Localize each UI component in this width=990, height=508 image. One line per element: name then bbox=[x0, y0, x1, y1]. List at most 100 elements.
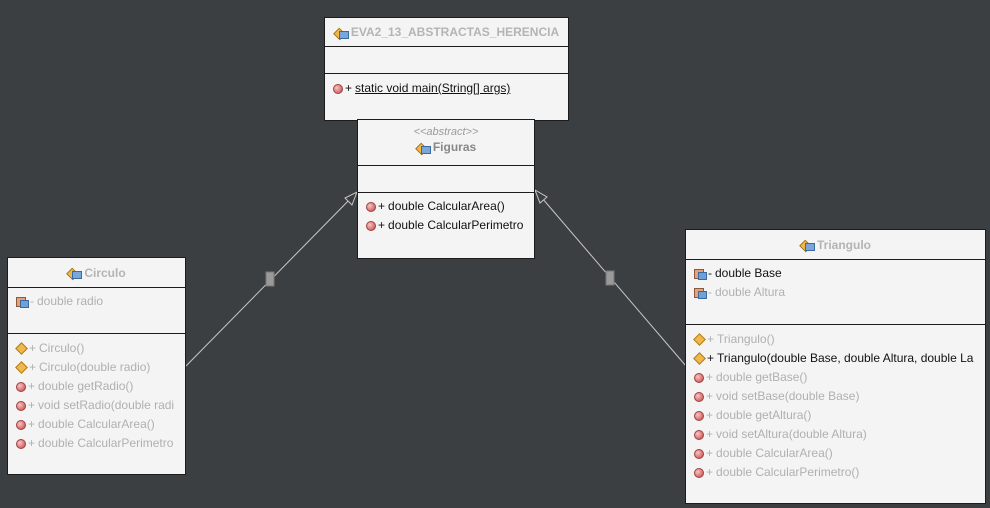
method-icon bbox=[366, 220, 376, 231]
constructor-icon bbox=[693, 352, 706, 365]
method-row[interactable]: + void setRadio(double radi bbox=[8, 396, 185, 415]
visibility-marker: + bbox=[706, 427, 714, 441]
method-row[interactable]: + double CalcularArea() bbox=[358, 197, 534, 216]
triangulo-inherits-line bbox=[535, 190, 687, 367]
method-icon bbox=[694, 429, 704, 440]
method-row[interactable]: + void setBase(double Base) bbox=[686, 387, 985, 406]
method-signature: void setAltura(double Altura) bbox=[716, 427, 867, 441]
method-icon bbox=[16, 400, 26, 411]
field-signature: double Altura bbox=[715, 285, 786, 299]
constructor-row[interactable]: + Triangulo() bbox=[686, 330, 985, 349]
method-row[interactable]: + double getBase() bbox=[686, 368, 985, 387]
visibility-marker: + bbox=[28, 398, 36, 412]
method-signature: double CalcularArea() bbox=[388, 199, 505, 213]
attributes-section: - double Base - double Altura bbox=[686, 259, 985, 324]
constructor-row[interactable]: + Circulo(double radio) bbox=[8, 358, 185, 377]
field-icon bbox=[16, 296, 29, 308]
constructor-icon bbox=[15, 361, 28, 374]
class-box-triangulo[interactable]: Triangulo - double Base - double Altura … bbox=[685, 229, 986, 504]
method-signature: Triangulo() bbox=[717, 332, 775, 346]
method-icon bbox=[16, 419, 26, 430]
method-row[interactable]: + static void main(String[] args) bbox=[325, 79, 568, 98]
method-icon bbox=[694, 391, 704, 402]
visibility-marker: + bbox=[29, 341, 37, 355]
method-row[interactable]: + double CalcularPerimetro() bbox=[686, 463, 985, 482]
circulo-generalization-arrowhead bbox=[344, 190, 358, 206]
methods-section: + Triangulo() + Triangulo(double Base, d… bbox=[686, 324, 985, 482]
method-signature: double CalcularArea() bbox=[716, 446, 833, 460]
method-signature: double CalcularPerimetro bbox=[38, 436, 174, 450]
method-signature: Circulo(double radio) bbox=[39, 360, 151, 374]
method-signature: double CalcularArea() bbox=[38, 417, 155, 431]
visibility-marker: + bbox=[345, 81, 353, 95]
field-row[interactable]: - double radio bbox=[8, 292, 185, 311]
circulo-inherits-line bbox=[185, 192, 357, 367]
methods-section: + static void main(String[] args) bbox=[325, 73, 568, 98]
field-signature: double radio bbox=[37, 294, 104, 308]
attributes-section bbox=[358, 165, 534, 192]
visibility-marker: + bbox=[706, 446, 714, 460]
visibility-marker: - bbox=[708, 285, 712, 299]
visibility-marker: + bbox=[706, 389, 714, 403]
method-row[interactable]: + double CalcularArea() bbox=[686, 444, 985, 463]
constructor-row[interactable]: + Triangulo(double Base, double Altura, … bbox=[686, 349, 985, 368]
visibility-marker: + bbox=[706, 370, 714, 384]
method-row[interactable]: + double getRadio() bbox=[8, 377, 185, 396]
method-icon bbox=[16, 438, 26, 449]
constructor-row[interactable]: + Circulo() bbox=[8, 339, 185, 358]
method-icon bbox=[333, 83, 343, 94]
visibility-marker: + bbox=[28, 436, 36, 450]
method-signature: void setBase(double Base) bbox=[716, 389, 860, 403]
methods-section: + double CalcularArea() + double Calcula… bbox=[358, 192, 534, 235]
class-icon bbox=[67, 267, 83, 279]
method-signature: static void main(String[] args) bbox=[355, 81, 511, 95]
method-signature: double getBase() bbox=[716, 370, 808, 384]
method-icon bbox=[694, 448, 704, 459]
method-signature: Triangulo(double Base, double Altura, do… bbox=[717, 351, 974, 365]
field-icon bbox=[694, 268, 707, 280]
visibility-marker: + bbox=[29, 360, 37, 374]
constructor-icon bbox=[15, 342, 28, 355]
method-signature: Circulo() bbox=[39, 341, 85, 355]
method-signature: void setRadio(double radi bbox=[38, 398, 175, 412]
methods-section: + Circulo() + Circulo(double radio) + do… bbox=[8, 333, 185, 453]
triangulo-generalization-arrowhead bbox=[534, 188, 548, 204]
visibility-marker: + bbox=[707, 332, 715, 346]
visibility-marker: + bbox=[707, 351, 715, 365]
method-row[interactable]: + void setAltura(double Altura) bbox=[686, 425, 985, 444]
visibility-marker: + bbox=[28, 417, 36, 431]
class-box-figuras[interactable]: <<abstract>> Figuras + double CalcularAr… bbox=[357, 119, 535, 259]
class-icon bbox=[334, 27, 349, 39]
field-row[interactable]: - double Altura bbox=[686, 283, 985, 302]
method-row[interactable]: + double CalcularPerimetro bbox=[358, 216, 534, 235]
class-name: Figuras bbox=[432, 140, 477, 154]
class-box-circulo[interactable]: Circulo - double radio + Circulo() + Cir… bbox=[7, 257, 186, 475]
method-row[interactable]: + double CalcularPerimetro bbox=[8, 434, 185, 453]
triangulo-line-handle[interactable] bbox=[605, 270, 615, 286]
method-row[interactable]: + double CalcularArea() bbox=[8, 415, 185, 434]
class-box-main[interactable]: EVA2_13_ABSTRACTAS_HERENCIA + static voi… bbox=[324, 17, 569, 121]
class-name: EVA2_13_ABSTRACTAS_HERENCIA bbox=[350, 25, 560, 39]
circulo-line-handle[interactable] bbox=[265, 271, 275, 287]
method-icon bbox=[694, 372, 704, 383]
field-signature: double Base bbox=[715, 266, 782, 280]
visibility-marker: + bbox=[706, 465, 714, 479]
visibility-marker: + bbox=[28, 379, 36, 393]
stereotype-label: <<abstract>> bbox=[413, 126, 479, 138]
visibility-marker: + bbox=[706, 408, 714, 422]
visibility-marker: + bbox=[378, 218, 386, 232]
method-icon bbox=[694, 410, 704, 421]
class-name: Circulo bbox=[84, 265, 126, 280]
class-icon bbox=[416, 142, 431, 154]
visibility-marker: + bbox=[378, 199, 386, 213]
method-icon bbox=[16, 381, 26, 392]
visibility-marker: - bbox=[30, 294, 34, 308]
visibility-marker: - bbox=[708, 266, 712, 280]
class-name: Triangulo bbox=[817, 237, 871, 252]
method-row[interactable]: + double getAltura() bbox=[686, 406, 985, 425]
method-icon bbox=[366, 201, 376, 212]
class-icon bbox=[800, 239, 815, 251]
field-row[interactable]: - double Base bbox=[686, 264, 985, 283]
field-icon bbox=[694, 287, 707, 299]
method-signature: double CalcularPerimetro() bbox=[716, 465, 860, 479]
